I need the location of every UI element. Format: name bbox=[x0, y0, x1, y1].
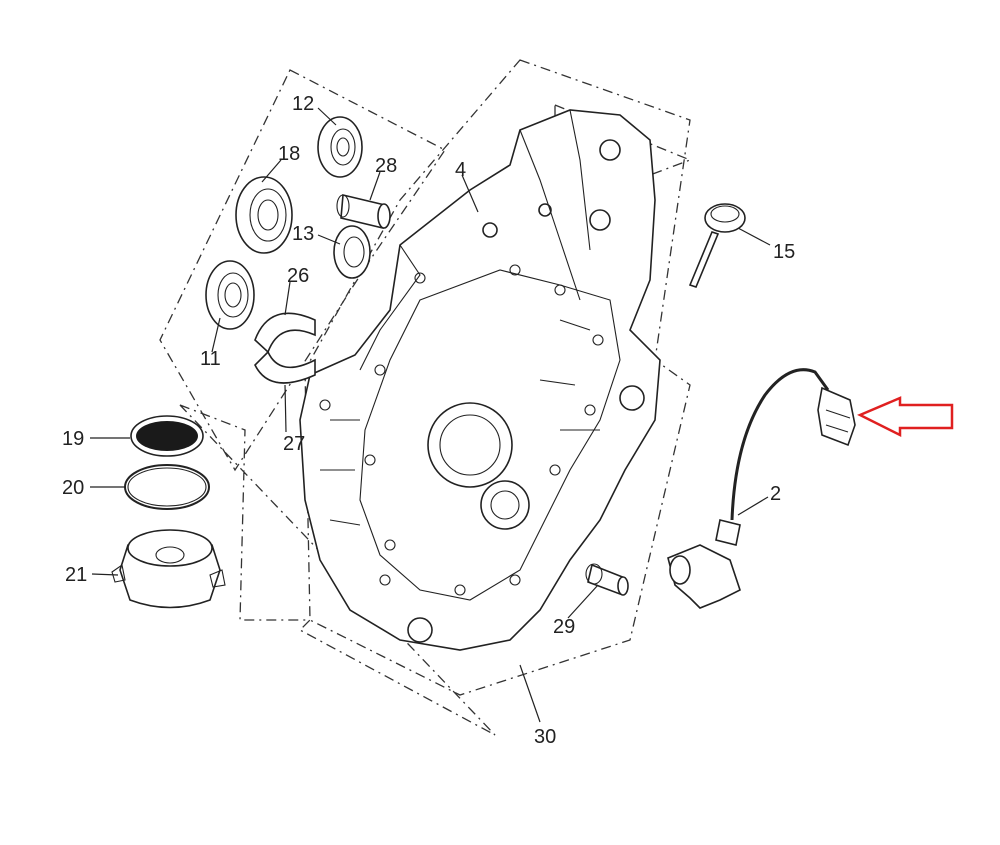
bushing-26 bbox=[254, 312, 316, 354]
label-28: 28 bbox=[375, 155, 397, 177]
dipstick-15 bbox=[688, 203, 746, 288]
label-15: 15 bbox=[773, 241, 795, 263]
filter-cover-21 bbox=[111, 529, 226, 609]
label-21: 21 bbox=[65, 564, 87, 586]
crankcase-bolt-holes bbox=[319, 264, 604, 596]
bearing-12 bbox=[317, 116, 363, 178]
dowel-pin-28 bbox=[336, 194, 391, 229]
part-labels: 12 18 28 4 13 26 11 15 19 27 20 2 21 29 … bbox=[62, 93, 795, 748]
label-18: 18 bbox=[278, 143, 300, 165]
bearing-11 bbox=[205, 260, 255, 330]
bearing-group-outline bbox=[159, 69, 446, 472]
label-20: 20 bbox=[62, 477, 84, 499]
cover-group-outline bbox=[179, 404, 496, 736]
leader-lines bbox=[90, 107, 771, 723]
speed-sensor-2 bbox=[667, 368, 856, 609]
crankcase bbox=[299, 109, 661, 651]
label-19: 19 bbox=[62, 428, 84, 450]
label-11: 11 bbox=[200, 348, 221, 370]
filter-screen-19 bbox=[130, 415, 204, 457]
bearing-18 bbox=[235, 176, 293, 254]
label-26: 26 bbox=[287, 265, 309, 287]
shaft-29 bbox=[585, 563, 629, 596]
bushing-27 bbox=[254, 350, 316, 384]
crankcase-group-outline bbox=[304, 59, 691, 696]
label-27: 27 bbox=[283, 433, 305, 455]
label-4: 4 bbox=[455, 159, 466, 181]
label-29: 29 bbox=[553, 616, 575, 638]
o-ring-20 bbox=[124, 464, 210, 510]
label-2: 2 bbox=[770, 483, 781, 505]
label-12: 12 bbox=[292, 93, 314, 115]
bearing-13 bbox=[333, 225, 371, 279]
highlight-arrow bbox=[857, 396, 954, 438]
label-13: 13 bbox=[292, 223, 314, 245]
label-30: 30 bbox=[534, 726, 556, 748]
